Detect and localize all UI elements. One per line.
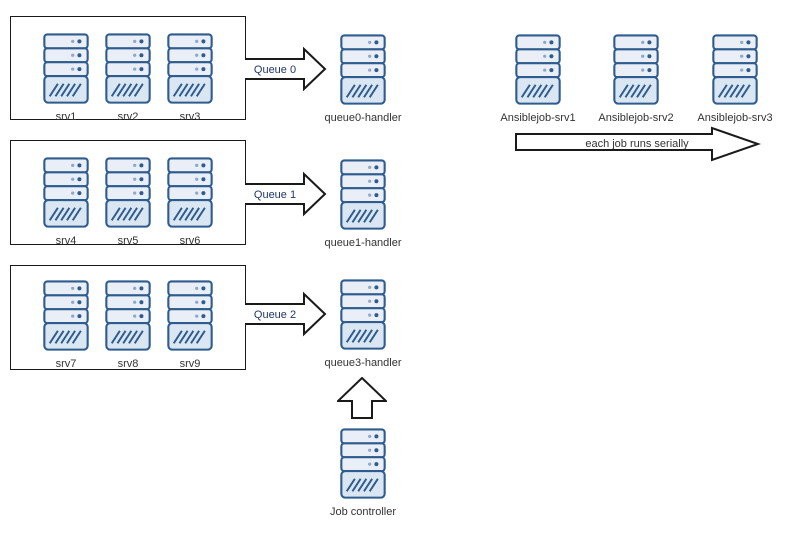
queue-arrow-label: Queue 2 [254, 309, 296, 321]
server-label: srv9 [179, 358, 201, 370]
server-label: Ansiblejob-srv2 [598, 112, 674, 124]
server-label: Job controller [329, 506, 397, 518]
queue-arrow-0: Queue 0 [245, 46, 327, 92]
server-label: srv2 [117, 111, 139, 123]
server-icon-slot [43, 279, 89, 357]
server-label: queue0-handler [324, 112, 402, 124]
server-icon [105, 157, 151, 228]
ansible-server-node-0: Ansiblejob-srv1 [488, 33, 588, 125]
server-icon [712, 34, 758, 105]
server-icon [340, 34, 386, 105]
server-group-box-2: srv4 srv5 srv6 [10, 140, 246, 248]
server-icon [340, 279, 386, 350]
ansible-server-node-2: Ansiblejob-srv3 [685, 33, 785, 125]
server-node: srv6 [140, 156, 240, 248]
server-label: queue3-handler [324, 357, 402, 369]
serial-arrow-label: each job runs serially [585, 138, 689, 150]
server-icon-slot [105, 279, 151, 357]
server-icon-slot [105, 156, 151, 234]
server-icon [43, 33, 89, 104]
server-icon [167, 280, 213, 351]
server-label: srv1 [55, 111, 77, 123]
server-icon [613, 34, 659, 105]
server-icon-slot [712, 33, 758, 111]
queue-arrow-1: Queue 1 [245, 171, 327, 217]
server-icon [105, 33, 151, 104]
server-label: srv5 [117, 235, 139, 247]
server-node: srv9 [140, 279, 240, 371]
server-group-box-3: srv7 srv8 srv9 [10, 265, 246, 370]
server-label: srv6 [179, 235, 201, 247]
server-node: srv3 [140, 32, 240, 124]
server-group-box-1: srv1 srv2 srv3 [10, 16, 246, 123]
server-icon-slot [340, 427, 386, 505]
server-icon [515, 34, 561, 105]
server-icon [340, 159, 386, 230]
queue-handler-node-1: queue1-handler [313, 158, 413, 250]
up-arrow [337, 377, 387, 419]
server-label: srv4 [55, 235, 77, 247]
server-icon-slot [43, 32, 89, 110]
server-node: srv1 [16, 32, 116, 124]
server-icon-slot [340, 158, 386, 236]
server-icon-slot [340, 278, 386, 356]
server-icon [43, 280, 89, 351]
server-label: Ansiblejob-srv1 [500, 112, 576, 124]
server-icon-slot [105, 32, 151, 110]
server-node: srv2 [78, 32, 178, 124]
queue-arrow-label: Queue 0 [254, 64, 296, 76]
server-icon-slot [167, 32, 213, 110]
server-label: queue1-handler [324, 237, 402, 249]
queue-arrow-label: Queue 1 [254, 189, 296, 201]
server-node: srv7 [16, 279, 116, 371]
queue-handler-node-0: queue0-handler [313, 33, 413, 125]
server-icon-slot [340, 33, 386, 111]
server-node: srv8 [78, 279, 178, 371]
server-icon [167, 157, 213, 228]
server-icon-slot [43, 156, 89, 234]
server-icon-slot [613, 33, 659, 111]
server-icon-slot [167, 279, 213, 357]
server-label: srv3 [179, 111, 201, 123]
server-label: Ansiblejob-srv3 [697, 112, 773, 124]
ansible-server-node-1: Ansiblejob-srv2 [586, 33, 686, 125]
server-label: srv8 [117, 358, 139, 370]
server-icon [105, 280, 151, 351]
queue-arrow-2: Queue 2 [245, 291, 327, 337]
server-icon-slot [515, 33, 561, 111]
server-node: srv4 [16, 156, 116, 248]
serial-arrow: each job runs serially [515, 126, 761, 162]
queue-handler-node-2: queue3-handler [313, 278, 413, 370]
job-controller-node: Job controller [313, 427, 413, 519]
server-icon [167, 33, 213, 104]
server-label: srv7 [55, 358, 77, 370]
server-node: srv5 [78, 156, 178, 248]
server-icon-slot [167, 156, 213, 234]
server-icon [43, 157, 89, 228]
server-icon [340, 428, 386, 499]
